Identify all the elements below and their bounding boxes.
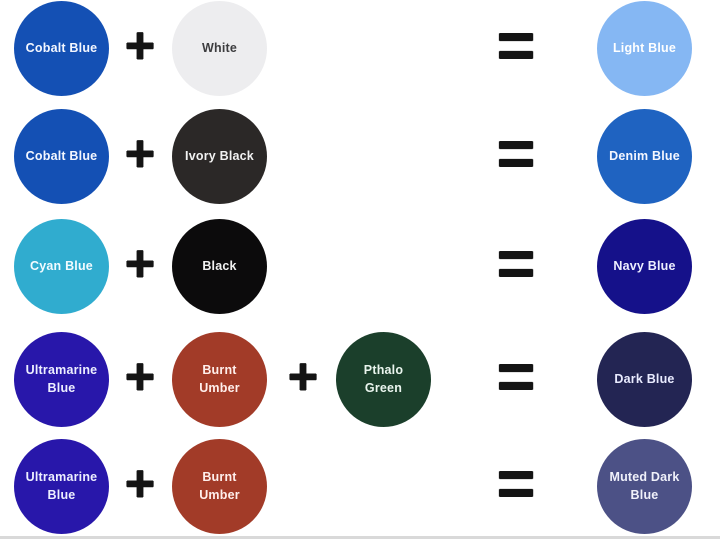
equals-sign: = bbox=[496, 338, 536, 413]
result-circle-light-blue: Light Blue bbox=[597, 1, 692, 96]
circle-ultramarine-blue: Ultramarine Blue bbox=[14, 439, 109, 534]
mix-row-5: Ultramarine Blue + Burnt Umber = Muted D… bbox=[0, 439, 720, 534]
circle-pthalo-green: Pthalo Green bbox=[336, 332, 431, 427]
plus-sign: + bbox=[124, 234, 156, 293]
circle-ultramarine-blue: Ultramarine Blue bbox=[14, 332, 109, 427]
paint-label: Denim Blue bbox=[609, 148, 680, 163]
mix-row-4: Ultramarine Blue + Burnt Umber + Pthalo … bbox=[0, 332, 720, 427]
paint-label: Dark Blue bbox=[614, 371, 675, 386]
result-circle-denim-blue: Denim Blue bbox=[597, 109, 692, 204]
image-bottom-edge bbox=[0, 536, 720, 539]
paint-label: Pthalo Green bbox=[363, 363, 404, 395]
circle-cobalt-blue: Cobalt Blue bbox=[14, 1, 109, 96]
circle-white: White bbox=[172, 1, 267, 96]
circle-cobalt-blue: Cobalt Blue bbox=[14, 109, 109, 204]
result-circle-dark-blue: Dark Blue bbox=[597, 332, 692, 427]
plus-sign: + bbox=[124, 454, 156, 513]
plus-sign: + bbox=[124, 16, 156, 75]
mix-row-1: Cobalt Blue + White = Light Blue bbox=[0, 1, 720, 96]
plus-sign: + bbox=[124, 124, 156, 183]
mix-row-3: Cyan Blue + Black = Navy Blue bbox=[0, 219, 720, 314]
paint-label: Burnt Umber bbox=[199, 470, 240, 502]
circle-ivory-black: Ivory Black bbox=[172, 109, 267, 204]
paint-label: Cobalt Blue bbox=[25, 148, 98, 163]
circle-black: Black bbox=[172, 219, 267, 314]
paint-label: Light Blue bbox=[612, 40, 677, 55]
plus-sign: + bbox=[124, 347, 156, 406]
paint-label: Ultramarine Blue bbox=[25, 363, 98, 395]
paint-label: Burnt Umber bbox=[199, 363, 240, 395]
paint-label: Ultramarine Blue bbox=[25, 470, 98, 502]
equals-sign: = bbox=[496, 7, 536, 82]
paint-label: Ivory Black bbox=[185, 148, 254, 163]
paint-label: Navy Blue bbox=[613, 258, 676, 273]
equals-sign: = bbox=[496, 225, 536, 300]
result-circle-navy-blue: Navy Blue bbox=[597, 219, 692, 314]
paint-label: White bbox=[201, 40, 238, 55]
mix-row-2: Cobalt Blue + Ivory Black = Denim Blue bbox=[0, 109, 720, 204]
result-circle-muted-dark-blue: Muted Dark Blue bbox=[597, 439, 692, 534]
paint-label: Muted Dark Blue bbox=[609, 470, 680, 502]
equals-sign: = bbox=[496, 115, 536, 190]
equals-sign: = bbox=[496, 445, 536, 520]
circle-burnt-umber: Burnt Umber bbox=[172, 332, 267, 427]
paint-label: Black bbox=[202, 258, 237, 273]
circle-burnt-umber: Burnt Umber bbox=[172, 439, 267, 534]
paint-label: Cyan Blue bbox=[30, 258, 93, 273]
paint-label: Cobalt Blue bbox=[25, 40, 98, 55]
circle-cyan-blue: Cyan Blue bbox=[14, 219, 109, 314]
plus-sign: + bbox=[287, 347, 319, 406]
